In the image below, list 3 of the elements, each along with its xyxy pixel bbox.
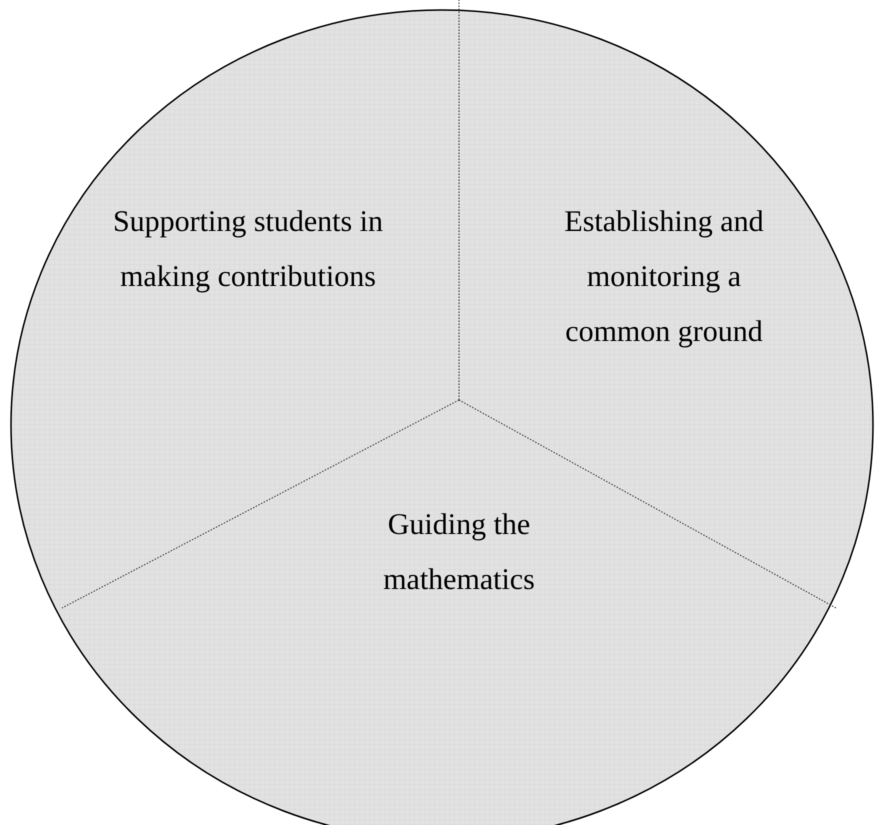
sector-label: Supporting students in making contributions (112, 204, 384, 295)
sector-label: Establishing and monitoring a common ground (563, 204, 765, 350)
sector-label: Guiding the mathematics (382, 507, 536, 598)
